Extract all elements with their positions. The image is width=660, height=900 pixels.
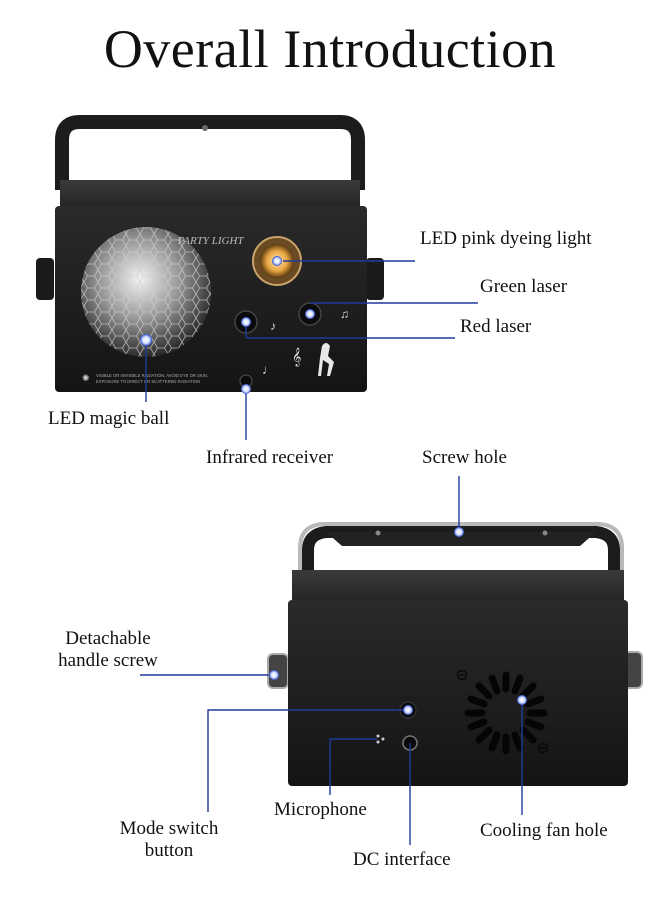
microphone-holes bbox=[376, 734, 385, 744]
warning-text: VISIBLE OR INVISIBLE RADIATION, AVOID EY… bbox=[96, 373, 208, 378]
label-line: button bbox=[144, 840, 194, 861]
music-note-icon: ♩ bbox=[262, 362, 275, 377]
label-line: Detachable bbox=[65, 628, 151, 649]
label-cooling-fan-hole: Cooling fan hole bbox=[480, 820, 608, 841]
back-view bbox=[267, 522, 643, 786]
label-microphone: Microphone bbox=[274, 799, 367, 820]
label-line: Mode switch bbox=[119, 818, 219, 839]
label-detachable-handle-screw: Detachable handle screw bbox=[44, 628, 172, 672]
carry-handle bbox=[55, 115, 365, 190]
left-knob bbox=[36, 258, 54, 300]
music-note-icon: ♪ bbox=[270, 319, 276, 333]
brand-text: PARTY LIGHT bbox=[177, 235, 244, 247]
label-dc-interface: DC interface bbox=[353, 849, 451, 870]
right-knob bbox=[366, 258, 384, 300]
label-green-laser: Green laser bbox=[480, 276, 568, 297]
label-mode-switch-button: Mode switch button bbox=[104, 818, 234, 862]
carry-handle-outline bbox=[298, 522, 624, 588]
front-callout-dots bbox=[140, 256, 315, 394]
label-line: handle screw bbox=[58, 650, 158, 671]
music-note-icon: 𝄞 bbox=[292, 348, 301, 367]
warning-text: EXPOSURE TO DIRECT OR SCATTERED RADIATIO… bbox=[96, 379, 200, 384]
front-view: PARTY LIGHT ♪ ♫ 𝄞 ♩ VISIBLE OR INVISIBLE… bbox=[36, 115, 384, 392]
music-note-icon: ♫ bbox=[340, 307, 349, 321]
back-leader-lines bbox=[140, 476, 523, 845]
label-red-laser: Red laser bbox=[460, 316, 532, 337]
page-title: Overall Introduction bbox=[103, 19, 557, 79]
laser-warning-icon: ✺ bbox=[82, 373, 90, 383]
cooling-fan-grille bbox=[464, 671, 548, 755]
back-panel bbox=[288, 600, 628, 786]
front-leader-lines bbox=[145, 260, 478, 440]
label-infrared-receiver: Infrared receiver bbox=[206, 447, 334, 468]
back-callout-dots bbox=[269, 527, 527, 715]
label-led-pink-dyeing-light: LED pink dyeing light bbox=[420, 228, 592, 249]
label-led-magic-ball: LED magic ball bbox=[48, 408, 170, 429]
label-screw-hole: Screw hole bbox=[422, 447, 507, 468]
dancer-icon bbox=[318, 343, 334, 376]
